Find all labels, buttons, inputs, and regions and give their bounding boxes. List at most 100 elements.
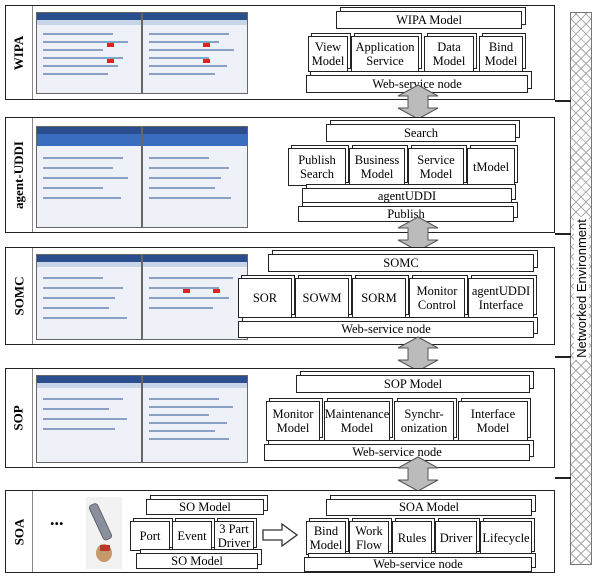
module-business-model: Business Model	[349, 148, 405, 186]
module-label: Publish Search	[298, 153, 336, 181]
web-service-node-bar: Web-service node	[264, 444, 530, 461]
bar-label: SO Model	[179, 499, 231, 514]
bidirectional-arrow	[397, 84, 439, 120]
connector-line	[555, 356, 571, 358]
so-model-bottom-bar: SO Model	[136, 553, 258, 569]
screenshot-thumbnail	[36, 126, 142, 228]
module-tmodel: tModel	[467, 148, 515, 186]
module-application-service: Application Service	[351, 36, 419, 72]
screenshot-thumbnail	[142, 126, 248, 228]
screenshot-thumbnail	[36, 375, 142, 463]
networked-environment-label-wrap: Networked Environment	[570, 12, 592, 565]
connector-line	[555, 100, 571, 102]
screenshot-thumbnail	[36, 254, 142, 340]
bidirectional-arrow	[397, 456, 439, 492]
module-publish-search: Publish Search	[288, 148, 346, 186]
web-service-node-bar: Web-service node	[304, 557, 532, 572]
module-bind-model-soa: Bind Model	[306, 521, 346, 555]
agentuddi-bar: agentUDDI	[302, 188, 512, 204]
module-bind-model: Bind Model	[479, 36, 523, 72]
layer-label-agent-uddi: agent-UDDI	[6, 118, 33, 232]
layer-title: agent-UDDI	[11, 141, 27, 209]
module-label: Application Service	[355, 40, 415, 68]
module-label: Business Model	[354, 153, 400, 181]
web-service-node-bar: Web-service node	[306, 75, 528, 93]
module-label: tModel	[472, 160, 510, 174]
bar-label: Web-service node	[352, 445, 442, 459]
layer-title: SOP	[10, 405, 26, 431]
module-label: Synchr- onization	[400, 407, 448, 435]
module-sowm: SOWM	[295, 278, 349, 318]
module-label: Work Flow	[355, 524, 383, 552]
module-driver: Driver	[435, 521, 477, 555]
module-interface-model: Interface Model	[458, 401, 528, 441]
module-3-part-driver: 3 Part Driver	[214, 521, 254, 551]
bar-label: WIPA Model	[396, 12, 462, 27]
publish-bar: Publish	[298, 206, 514, 222]
module-label: Maintenance Model	[324, 407, 390, 435]
module-view-model: View Model	[308, 36, 348, 72]
layer-label-wipa: WIPA	[6, 6, 33, 99]
module-maintenance-model: Maintenance Model	[324, 401, 390, 441]
bar-label: SOP Model	[383, 376, 443, 391]
bar-label: SOMC	[383, 255, 419, 270]
screenshot-thumbnail	[36, 12, 142, 94]
screenshot-thumbnail	[142, 254, 248, 340]
module-event: Event	[172, 521, 212, 551]
screenshot-thumbnail	[142, 12, 248, 94]
module-label: Interface Model	[470, 407, 516, 435]
module-label: SOWM	[302, 291, 342, 305]
somc-bar: SOMC	[268, 254, 534, 272]
layer-title: SOA	[11, 518, 27, 545]
module-service-model: Service Model	[408, 148, 464, 186]
module-label: 3 Part Driver	[217, 522, 251, 550]
ellipsis-text: ...	[50, 509, 64, 529]
module-monitor-model: Monitor Model	[266, 401, 320, 441]
module-work-flow: Work Flow	[349, 521, 389, 555]
connector-line	[555, 477, 571, 479]
layer-label-somc: SOMC	[6, 248, 33, 344]
module-port: Port	[130, 521, 170, 551]
module-label: Service Model	[417, 153, 455, 181]
bar-label: Web-service node	[372, 76, 462, 91]
wipa-model-bar: WIPA Model	[336, 11, 522, 29]
module-label: Driver	[439, 531, 473, 545]
bidirectional-arrow	[397, 336, 439, 372]
screenshot-thumbnail	[142, 375, 248, 463]
module-rules: Rules	[392, 521, 432, 555]
module-label: SORM	[361, 291, 397, 305]
web-service-node-bar: Web-service node	[238, 321, 534, 338]
right-arrow-icon	[262, 523, 298, 547]
module-data-model: Data Model	[424, 36, 474, 72]
layer-label-sop: SOP	[6, 369, 33, 467]
module-label: Bind Model	[309, 524, 343, 552]
layer-agent-uddi: agent-UDDI Search Publish Search Busines…	[5, 117, 555, 233]
module-label: Port	[139, 529, 161, 543]
module-label: Monitor Model	[272, 407, 314, 435]
bar-label: SO Model	[171, 553, 223, 568]
bar-label: Web-service node	[341, 322, 431, 336]
connector-line	[555, 233, 571, 235]
module-sorm: SORM	[352, 278, 406, 318]
so-model-top-bar: SO Model	[146, 499, 264, 515]
module-label: SOR	[252, 291, 278, 305]
layer-sop: SOP SOP Model Monitor Model Maintenance …	[5, 368, 555, 468]
module-monitor-control: Monitor Control	[409, 278, 465, 318]
module-label: Bind Model	[484, 40, 518, 68]
bar-label: Search	[403, 125, 438, 140]
bar-label: Publish	[387, 206, 425, 221]
networked-environment-label: Networked Environment	[573, 217, 589, 360]
bar-label: agentUDDI	[377, 188, 437, 203]
module-label: Lifecycle	[482, 531, 530, 545]
module-sor: SOR	[238, 278, 292, 318]
module-label: Data Model	[432, 40, 466, 68]
module-label: View Model	[311, 40, 345, 68]
bar-label: Web-service node	[373, 557, 463, 571]
module-synchronization: Synchr- onization	[394, 401, 454, 441]
bar-label: SOA Model	[398, 500, 460, 514]
layer-soa: SOA ... SO Model Port Event 3 Part Drive…	[5, 490, 555, 573]
device-photo-icon	[86, 497, 122, 569]
module-lifecycle: Lifecycle	[480, 521, 532, 555]
module-agentuddi-interface: agentUDDI Interface	[468, 278, 534, 318]
module-label: Monitor Control	[416, 284, 458, 312]
